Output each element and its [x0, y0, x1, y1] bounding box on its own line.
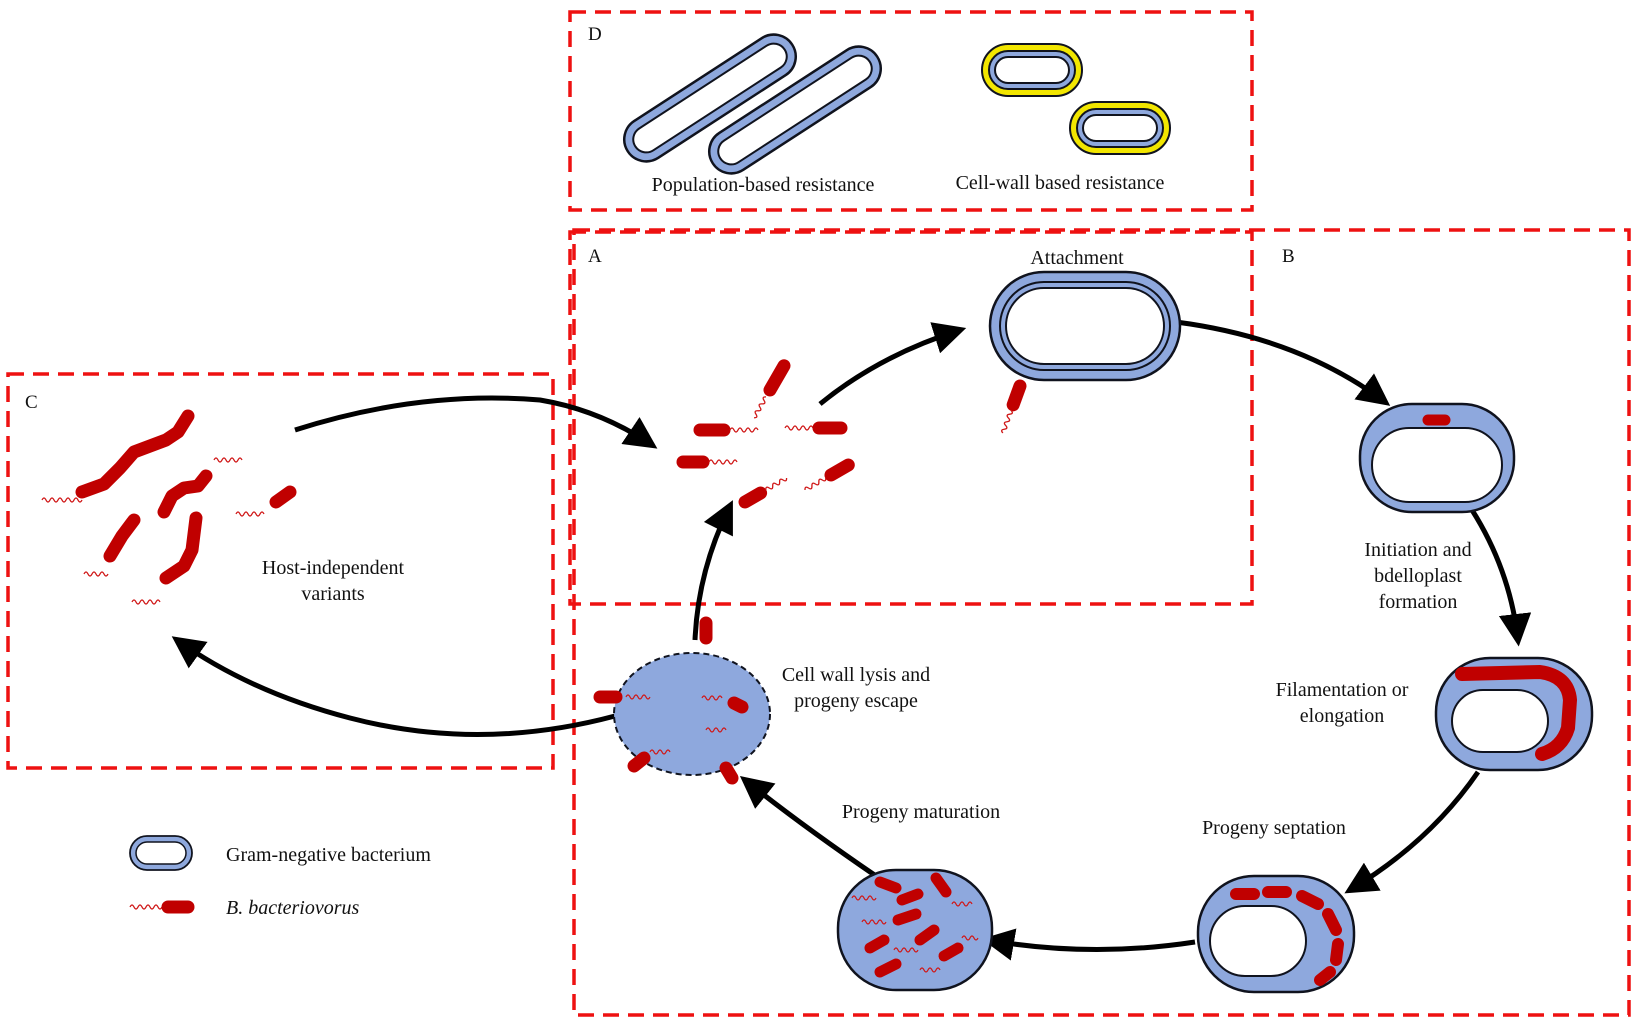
legend-gram-negative-label: Gram-negative bacterium: [226, 844, 431, 866]
filamentation-label-line1: Filamentation or: [1276, 679, 1409, 701]
arrow-to-maturation: [981, 928, 1196, 961]
host-independent-bdellovibrio: [41, 409, 297, 605]
initiation-label-line3: formation: [1379, 591, 1458, 613]
host-independent-label-line2: variants: [301, 583, 365, 605]
attack-phase-bdellovibrio: [676, 359, 855, 509]
septation-cell: [1196, 874, 1356, 994]
panel-b-box: [572, 228, 1631, 1017]
attachment-cell: [988, 270, 1182, 434]
lysis-label-line1: Cell wall lysis and: [782, 664, 930, 686]
lysis-cell: [593, 616, 771, 785]
panel-a-box: [568, 230, 1254, 606]
initiation-label-line2: bdelloplast: [1374, 565, 1462, 587]
filamentation-label-line2: elongation: [1300, 705, 1384, 727]
panel-label-a: A: [588, 246, 602, 267]
arrow-from-host-independent: [294, 395, 658, 449]
septation-label: Progeny septation: [1202, 817, 1346, 839]
arrow-to-attachment: [818, 322, 967, 406]
legend-bdellovibrio-label: B. bacteriovorus: [226, 897, 360, 919]
panel-d-box: [568, 10, 1254, 212]
cycle-arrows: [171, 319, 1532, 961]
attachment-label: Attachment: [1030, 247, 1124, 269]
panel-boxes: [6, 10, 1631, 1017]
population-resistance-cells: [623, 33, 882, 175]
population-resistance-label: Population-based resistance: [652, 174, 875, 196]
arrow-to-septation: [1344, 770, 1481, 894]
maturation-label: Progeny maturation: [842, 801, 1000, 823]
initiation-label-line1: Initiation and: [1364, 539, 1471, 561]
legend: Gram-negative bacterium B. bacteriovorus: [129, 835, 431, 919]
cellwall-resistance-cells: [981, 43, 1171, 155]
panel-c-box: [6, 372, 555, 770]
filamentation-cell: [1434, 656, 1594, 772]
host-independent-label-line1: Host-independent: [262, 557, 405, 579]
panel-label-c: C: [25, 392, 38, 413]
arrow-to-filamentation: [1469, 508, 1532, 647]
lysis-label-line2: progeny escape: [794, 690, 918, 712]
arrow-to-lysis: [739, 775, 878, 879]
maturation-cell: [836, 868, 994, 992]
arrow-to-host-independent: [171, 636, 616, 737]
legend-bdellovibrio-icon: [129, 900, 195, 914]
panel-label-b: B: [1282, 246, 1295, 267]
legend-gram-negative-icon: [129, 835, 193, 871]
arrow-to-attack-phase: [692, 500, 733, 641]
bdelloplast-cell: [1358, 402, 1516, 514]
cellwall-resistance-label: Cell-wall based resistance: [956, 172, 1165, 194]
panel-label-d: D: [588, 24, 602, 45]
arrow-to-initiation: [1175, 319, 1391, 406]
